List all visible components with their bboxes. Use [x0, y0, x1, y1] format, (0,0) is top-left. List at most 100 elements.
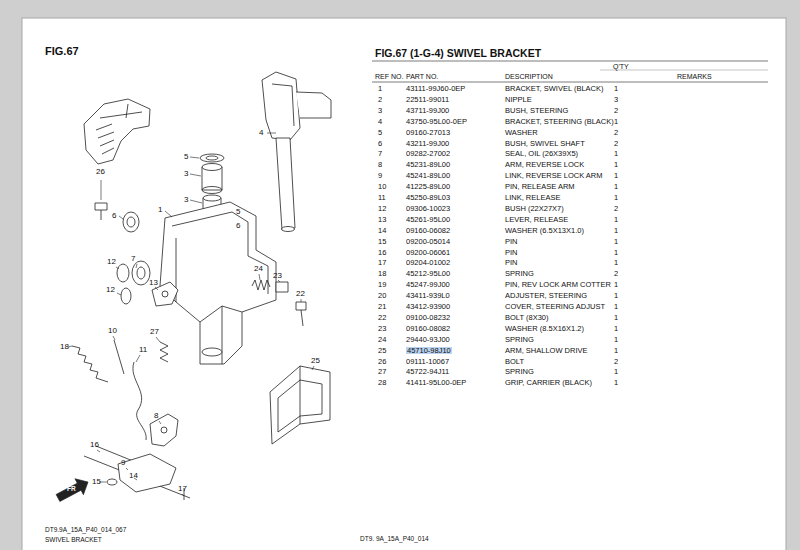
- callout-number: 6: [112, 212, 116, 220]
- table-cell: 2: [614, 140, 618, 148]
- table-cell: 1: [614, 194, 618, 202]
- table-cell: 25: [378, 347, 386, 355]
- table-cell: 1: [614, 325, 618, 333]
- table-cell: 2: [614, 270, 618, 278]
- table-cell: PIN, RELEASE ARM: [505, 183, 575, 191]
- table-cell: 45722-94J11: [406, 368, 449, 376]
- callout-number: 22: [296, 290, 305, 298]
- table-cell: ADJUSTER, STEERING: [505, 292, 587, 300]
- table-cell: 10: [378, 183, 386, 191]
- table-cell: 19: [378, 281, 386, 289]
- callout-number: 15: [92, 478, 101, 486]
- table-cell: 41225-89L00: [406, 183, 450, 191]
- footer-text: DT9. 9A_15A_P40_014: [360, 536, 429, 543]
- table-cell: 1: [614, 183, 618, 191]
- table-cell: 2: [614, 205, 618, 213]
- table-cell: LINK, RELEASE: [505, 194, 560, 202]
- callout-number: 26: [96, 168, 105, 176]
- table-cell: 12: [378, 205, 386, 213]
- table-cell: 1: [614, 161, 618, 169]
- table-cell: LEVER, RELEASE: [505, 216, 568, 224]
- table-header: REF NO.: [375, 73, 403, 80]
- table-cell: 13: [378, 216, 386, 224]
- table-cell: 7: [378, 150, 382, 158]
- table-cell: NIPPLE: [505, 96, 532, 104]
- table-cell: 29440-93J00: [406, 336, 450, 344]
- table-cell: 09306-10023: [406, 205, 450, 213]
- table-cell: 43412-93900: [406, 303, 450, 311]
- highlighted-part-number: 45710-98J10: [406, 347, 452, 355]
- table-cell: 5: [378, 129, 382, 137]
- table-cell: WASHER (6.5X13X1.0): [505, 227, 584, 235]
- table-cell: BUSH (22X27X7): [505, 205, 564, 213]
- table-cell: 2: [378, 96, 382, 104]
- table-cell: PIN: [505, 259, 518, 267]
- footer-text: DT9.9A_15A_P40_014_067: [45, 527, 126, 534]
- table-cell: 1: [614, 292, 618, 300]
- table-cell: LINK, REVERSE LOCK ARM: [505, 172, 603, 180]
- table-cell: 3: [378, 107, 382, 115]
- callout-number: 5: [184, 153, 188, 161]
- table-cell: 3: [614, 96, 618, 104]
- callout-number: 27: [150, 328, 159, 336]
- table-cell: 1: [614, 314, 618, 322]
- table-cell: 1: [614, 85, 618, 93]
- direction-mark: FR: [67, 486, 76, 493]
- table-cell: PIN: [505, 238, 518, 246]
- table-cell: SPRING: [505, 336, 534, 344]
- table-header: PART NO.: [406, 73, 438, 80]
- table-cell: 1: [614, 172, 618, 180]
- table-cell: 15: [378, 238, 386, 246]
- callout-number: 24: [254, 265, 263, 273]
- table-cell: BOLT (8X30): [505, 314, 549, 322]
- table-cell: 45261-95L00: [406, 216, 450, 224]
- table-cell: BUSH, SWIVEL SHAFT: [505, 140, 585, 148]
- table-cell: 1: [614, 238, 618, 246]
- table-cell: 16: [378, 249, 386, 257]
- callout-number: 1: [158, 206, 162, 214]
- table-cell: 1: [614, 347, 618, 355]
- table-cell: 43211-99J00: [406, 140, 449, 148]
- callout-number: 6: [236, 222, 240, 230]
- table-cell: PIN: [505, 249, 518, 257]
- figure-number: FIG.67: [45, 46, 79, 57]
- table-cell: SEAL, OIL (26X39X5): [505, 150, 578, 158]
- table-cell: 09200-05014: [406, 238, 450, 246]
- table-cell: 18: [378, 270, 386, 278]
- table-cell: 22: [378, 314, 386, 322]
- callout-number: 11: [139, 346, 147, 354]
- table-cell: 09200-06061: [406, 249, 450, 257]
- table-cell: 1: [614, 368, 618, 376]
- footer-text: SWIVEL BRACKET: [45, 537, 102, 544]
- table-cell: 1: [614, 150, 618, 158]
- table-cell: 11: [378, 194, 386, 202]
- table-cell: 1: [614, 249, 618, 257]
- table-cell: 45247-99J00: [406, 281, 450, 289]
- table-header: REMARKS: [677, 73, 712, 80]
- callout-number: 7: [131, 255, 135, 263]
- table-cell: 27: [378, 368, 386, 376]
- table-cell: 2: [614, 358, 618, 366]
- table-cell: COVER, STEERING ADJUST: [505, 303, 605, 311]
- table-cell: 1: [614, 281, 618, 289]
- table-cell: 45212-95L00: [406, 270, 450, 278]
- table-cell: 45231-89L00: [406, 161, 450, 169]
- figure-title: FIG.67 (1-G-4) SWIVEL BRACKET: [375, 48, 541, 59]
- table-cell: 24: [378, 336, 386, 344]
- table-cell: BOLT: [505, 358, 524, 366]
- table-cell: SPRING: [505, 368, 534, 376]
- table-cell: 41411-95L00-0EP: [406, 379, 466, 387]
- table-cell: BRACKET, STEERING (BLACK): [505, 118, 614, 126]
- callout-number: 9: [121, 459, 125, 467]
- table-cell: 22511-99011: [406, 96, 449, 104]
- callout-number: 16: [90, 441, 99, 449]
- table-cell: 43111-99J60-0EP: [406, 85, 465, 93]
- table-cell: 09282-27002: [406, 150, 450, 158]
- table-cell: 21: [378, 303, 386, 311]
- table-cell: 09204-01002: [406, 259, 450, 267]
- table-cell: 09160-06082: [406, 227, 450, 235]
- table-cell: 1: [614, 216, 618, 224]
- table-cell: ARM, REVERSE LOCK: [505, 161, 584, 169]
- callout-number: 18: [60, 343, 69, 351]
